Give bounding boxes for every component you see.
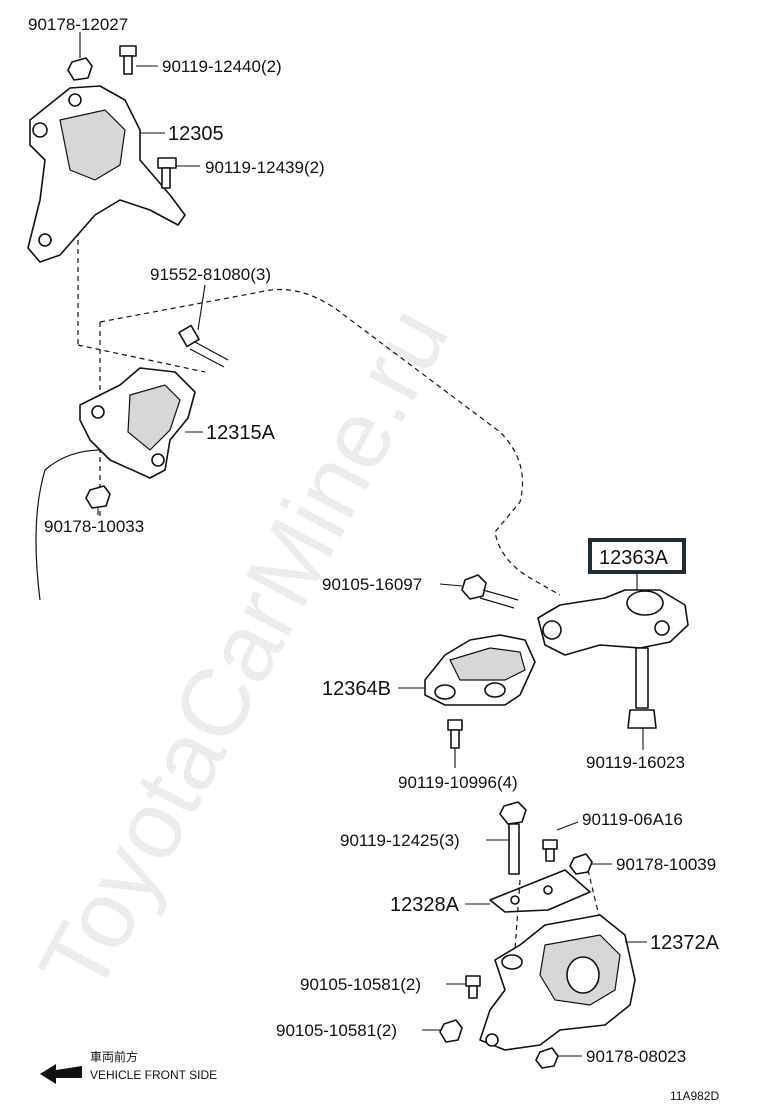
label-90105-10581-b: 90105-10581(2) (276, 1021, 397, 1040)
label-12372A: 12372A (650, 932, 720, 954)
torque-rod-12363A (537, 589, 689, 656)
bolt-90119-06A16 (542, 821, 579, 862)
bolt-90105-16097 (439, 574, 519, 609)
nut-90178-08023 (535, 1047, 582, 1069)
transmission-mount-12372A (479, 914, 647, 1051)
label-90105-16097: 90105-16097 (322, 575, 422, 594)
label-90178-08023: 90178-08023 (586, 1047, 686, 1066)
label-90119-10996: 90119-10996(4) (398, 773, 518, 792)
label-90119-06A16: 90119-06A16 (582, 810, 683, 829)
bolt-90119-12440 (119, 45, 158, 75)
engine-mount-bracket-12364B (398, 634, 536, 706)
bolt-91552-81080 (178, 284, 229, 368)
label-12328A: 12328A (390, 894, 460, 916)
guide-line-12328A (514, 869, 601, 951)
label-90105-10581-a: 90105-10581(2) (300, 975, 421, 994)
label-90119-16023: 90119-16023 (586, 753, 685, 772)
engine-mount-bracket-12315A (79, 367, 203, 479)
label-90178-10039: 90178-10039 (616, 855, 716, 874)
label-12305: 12305 (168, 123, 224, 145)
bolt-90119-10996 (447, 719, 463, 768)
engine-mount-bracket-12305 (27, 85, 186, 263)
label-12364B: 12364B (322, 678, 391, 700)
bolt-90119-12439 (157, 157, 200, 189)
nut-90178-10033 (85, 485, 111, 515)
diagram-code: 11A982D (670, 1089, 719, 1103)
engine-body-outline (35, 449, 111, 601)
bolt-90119-16023 (627, 647, 657, 750)
engine-outline (99, 288, 561, 596)
label-90119-12440: 90119-12440(2) (162, 57, 282, 76)
guide-line-bolt (77, 344, 206, 373)
bolt-90105-10581-b (422, 1019, 463, 1043)
bolt-90119-12425 (486, 801, 527, 875)
front-indicator-english: VEHICLE FRONT SIDE (90, 1068, 217, 1082)
nut-90178-12027 (67, 32, 93, 81)
label-12363A[interactable]: 12363A (599, 547, 669, 569)
label-91552-81080: 91552-81080(3) (150, 265, 271, 284)
front-indicator-japanese: 車両前方 (90, 1049, 138, 1064)
label-90119-12425: 90119-12425(3) (340, 831, 460, 850)
bracket-plate-12328A (465, 869, 591, 913)
label-12315A: 12315A (206, 422, 276, 444)
label-90178-10033: 90178-10033 (44, 517, 144, 536)
label-90178-12027: 90178-12027 (28, 15, 128, 34)
label-90119-12439: 90119-12439(2) (205, 158, 325, 177)
nut-90178-10039 (569, 853, 612, 875)
vehicle-front-arrow-icon (40, 1064, 82, 1084)
bolt-90105-10581-a (446, 975, 481, 999)
